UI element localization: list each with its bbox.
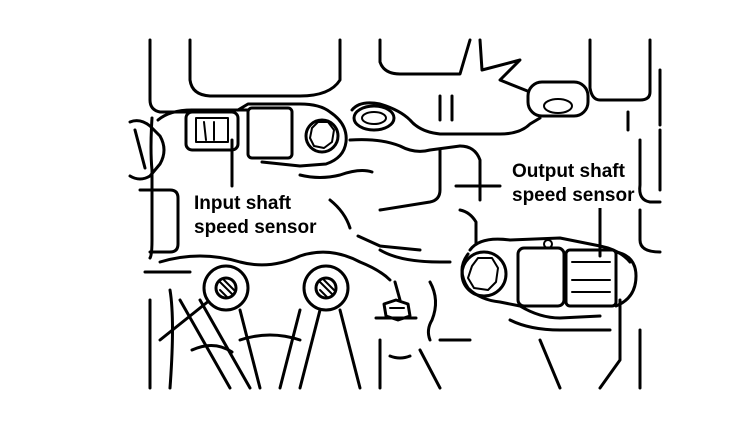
output-label-line2: speed sensor xyxy=(512,185,635,206)
valve-body-channels xyxy=(158,101,662,390)
input-shaft-speed-sensor-label: Input shaft speed sensor xyxy=(192,192,319,240)
input-label-line1: Input shaft xyxy=(194,193,292,214)
lower-bolts xyxy=(202,264,418,322)
case-outline xyxy=(138,38,662,390)
output-shaft-speed-sensor-label: Output shaft speed sensor xyxy=(510,160,637,208)
input-label-line2: speed sensor xyxy=(194,217,317,238)
top-boss xyxy=(352,80,590,132)
input-shaft-speed-sensor xyxy=(128,102,348,188)
output-shaft-speed-sensor xyxy=(460,198,638,320)
output-label-line1: Output shaft xyxy=(512,161,625,182)
case-ribs xyxy=(158,298,362,390)
